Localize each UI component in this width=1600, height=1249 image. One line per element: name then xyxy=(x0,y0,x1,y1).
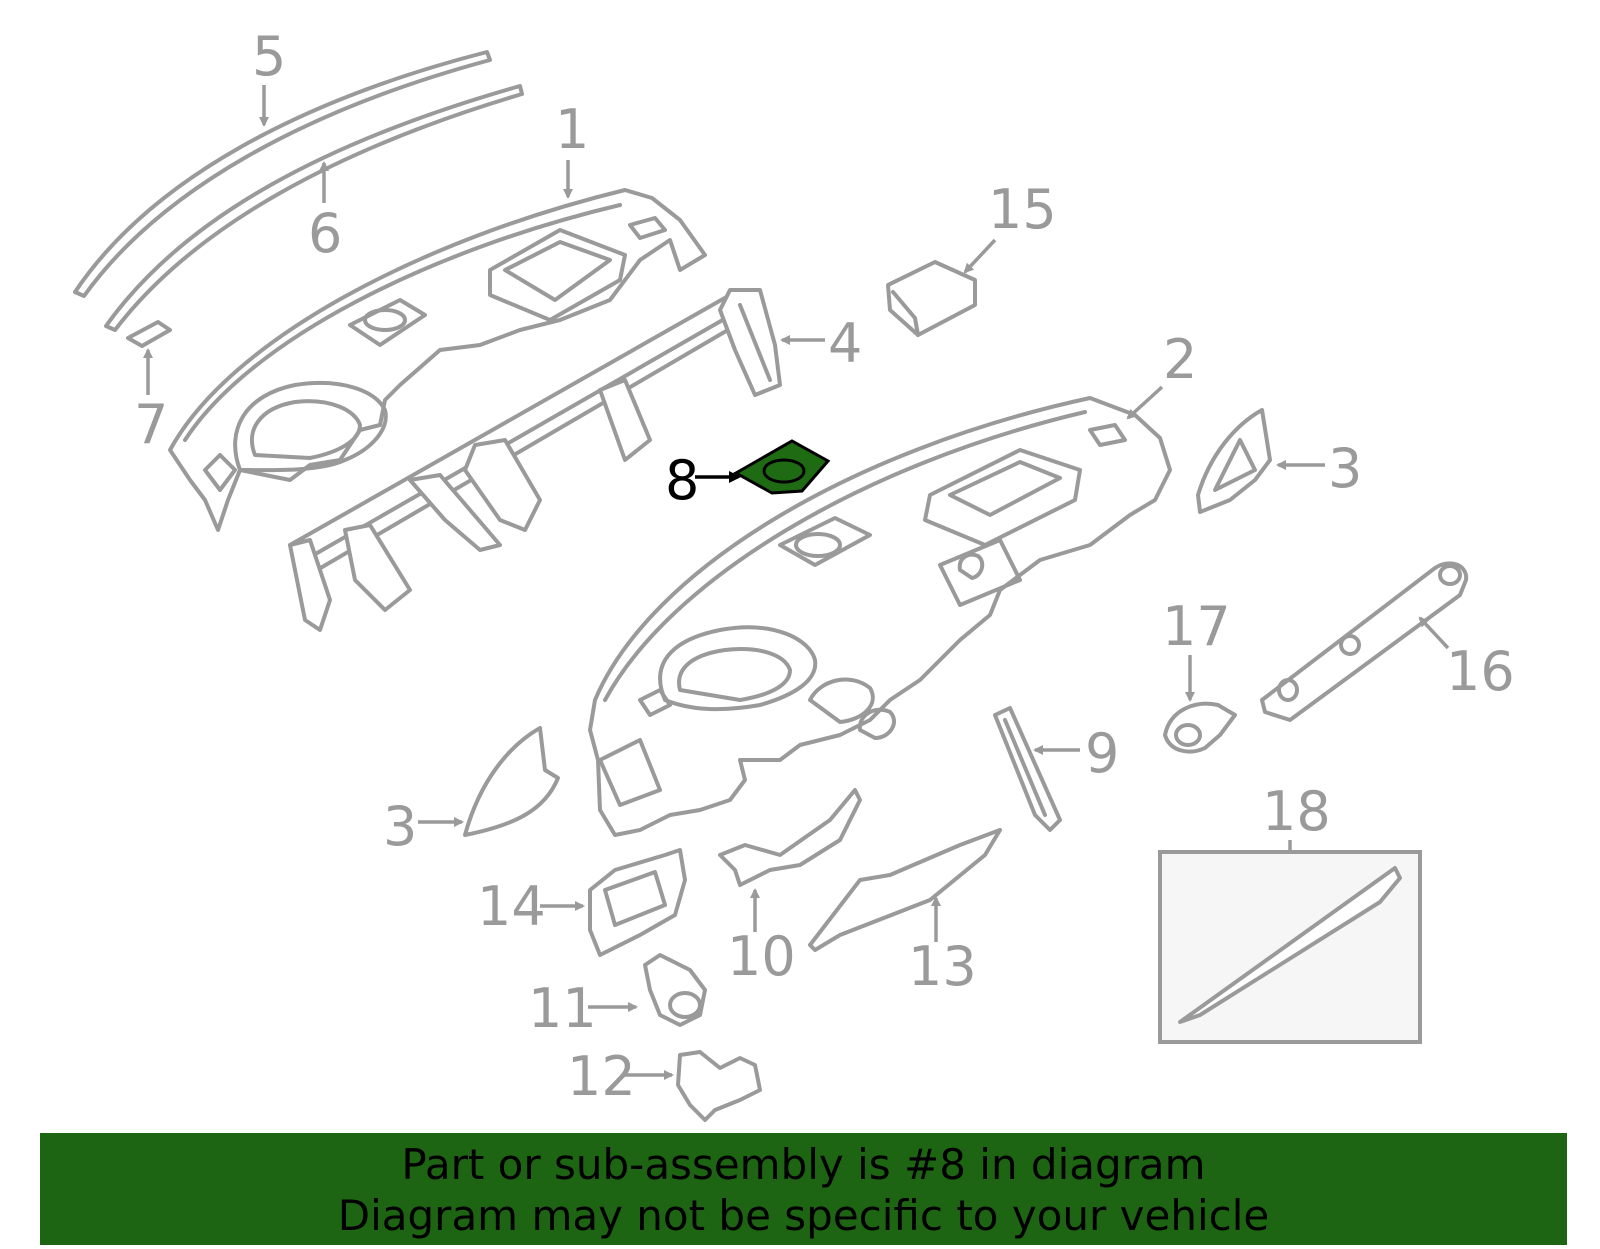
part-14-switch-panel xyxy=(588,848,687,957)
part-16-trim-bar xyxy=(1260,561,1469,722)
callout-14: 14 xyxy=(477,875,546,938)
callout-10: 10 xyxy=(727,925,796,988)
part-7-clip xyxy=(126,320,172,348)
leader-arrows xyxy=(143,85,1450,1080)
part-18-inset xyxy=(1158,850,1422,1044)
part-1-dash-panel xyxy=(168,188,707,532)
callout-4: 4 xyxy=(828,312,862,375)
callout-3-right: 3 xyxy=(1328,437,1362,500)
part-13-lower-trim xyxy=(808,828,1002,952)
part-5-strip xyxy=(73,50,492,298)
part-12-connector xyxy=(676,1050,762,1122)
part-17-switch-bezel xyxy=(1163,701,1237,754)
part-2-instrument-panel xyxy=(588,396,1172,837)
callout-labels: 5 6 7 1 4 15 2 3 8 17 16 9 3 18 14 10 13… xyxy=(134,25,1515,1108)
part-9-trim-strip xyxy=(993,706,1062,832)
callout-7: 7 xyxy=(134,393,168,456)
callout-18: 18 xyxy=(1262,780,1331,843)
part-3-end-cap-right xyxy=(1196,408,1272,514)
part-10-bracket xyxy=(718,788,862,887)
info-banner: Part or sub-assembly is #8 in diagram Di… xyxy=(40,1133,1567,1245)
part-4-cross-beam xyxy=(288,288,782,632)
callout-13: 13 xyxy=(908,935,977,998)
callout-8: 8 xyxy=(665,449,699,512)
banner-line-2: Diagram may not be specific to your vehi… xyxy=(337,1191,1270,1240)
callout-3-left: 3 xyxy=(383,795,417,858)
part-11-switch xyxy=(643,953,707,1027)
callout-15: 15 xyxy=(988,178,1057,241)
banner-line-1: Part or sub-assembly is #8 in diagram xyxy=(401,1140,1206,1189)
callout-12: 12 xyxy=(567,1045,636,1108)
callout-17: 17 xyxy=(1162,595,1231,658)
part-3-end-cap-left xyxy=(463,726,560,837)
callout-5: 5 xyxy=(252,25,286,88)
callout-16: 16 xyxy=(1446,640,1515,703)
part-15-vent xyxy=(886,260,977,337)
part-6-strip xyxy=(104,84,524,332)
callout-1: 1 xyxy=(555,98,589,161)
callout-6: 6 xyxy=(308,202,342,265)
callout-9: 9 xyxy=(1085,722,1119,785)
callout-11: 11 xyxy=(528,977,597,1040)
part-8-bezel-highlighted xyxy=(732,439,831,495)
callout-2: 2 xyxy=(1163,328,1197,391)
